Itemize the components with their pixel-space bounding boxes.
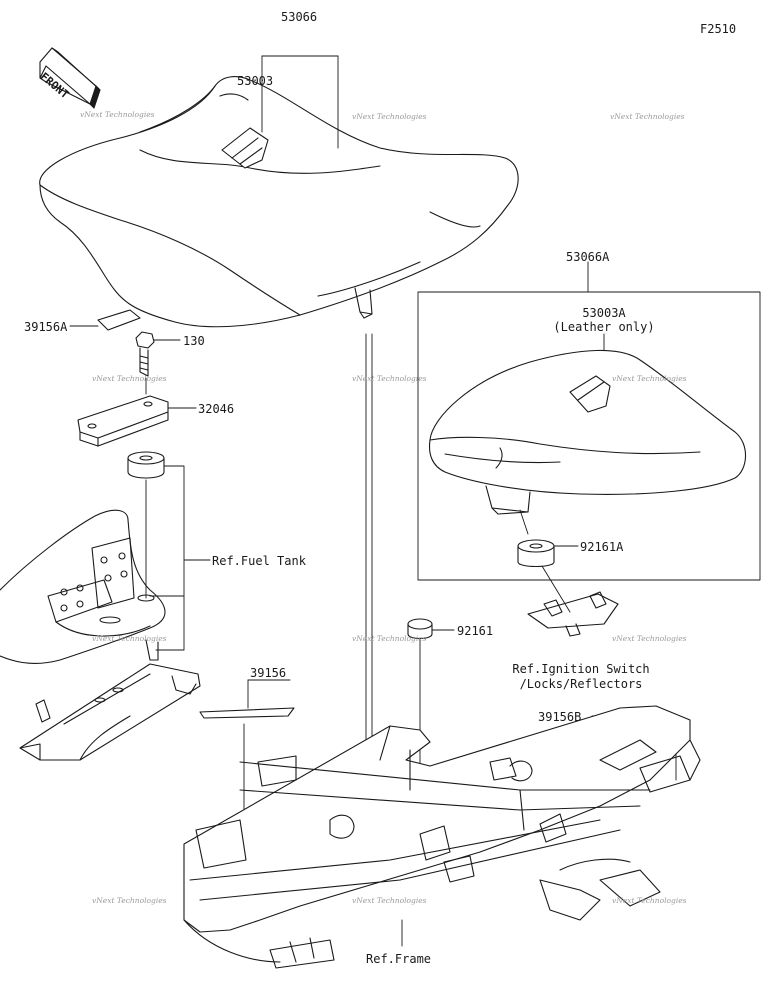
part-130: 130 <box>183 334 205 348</box>
part-53066: 53066 <box>281 10 318 24</box>
damper-92161A <box>517 539 579 568</box>
bracket-32046 <box>77 395 197 447</box>
ref-ignition-line1: Ref.Ignition Switch <box>512 662 650 676</box>
part-39156: 39156 <box>250 666 287 680</box>
part-53003: 53003 <box>237 74 274 88</box>
watermark: vNext Technologies <box>612 634 687 643</box>
part-92161A: 92161A <box>580 540 624 554</box>
figure-code: F2510 <box>700 22 737 36</box>
pillion-seat-box <box>417 291 761 581</box>
ref-frame: Ref.Frame <box>366 952 432 966</box>
front-arrow-icon <box>39 47 101 109</box>
rubber-damper <box>127 451 165 479</box>
leather-only-note: (Leather only) <box>553 320 655 334</box>
watermark: vNext Technologies <box>80 110 155 119</box>
pillion-seat-53066A <box>428 349 747 515</box>
part-39156B: 39156B <box>538 710 582 724</box>
cap-92161 <box>407 618 455 640</box>
ref-ignition-line2: /Locks/Reflectors <box>519 677 643 691</box>
part-39156A: 39156A <box>24 320 68 334</box>
sticker-39156A <box>97 309 141 331</box>
bolt-130 <box>135 331 181 377</box>
ref-fuel-tank: Ref.Fuel Tank <box>212 554 306 568</box>
part-53066A: 53066A <box>566 250 610 264</box>
watermark: vNext Technologies <box>352 112 427 121</box>
watermark: vNext Technologies <box>352 634 427 643</box>
watermark: vNext Technologies <box>352 896 427 905</box>
watermark: vNext Technologies <box>610 112 685 121</box>
rider-seat-53066 <box>39 76 519 328</box>
leader-lines-top <box>261 55 339 149</box>
fuel-tank-rear <box>0 509 166 664</box>
part-53003A: 53003A <box>582 306 626 320</box>
sticker-39156 <box>199 707 295 719</box>
part-32046: 32046 <box>198 402 235 416</box>
fuel-tank-bracket <box>19 639 201 761</box>
ignition-bracket <box>527 565 619 637</box>
part-92161: 92161 <box>457 624 494 638</box>
rear-frame <box>183 705 701 969</box>
watermark: vNext Technologies <box>92 634 167 643</box>
watermark: vNext Technologies <box>92 896 167 905</box>
leader-fuel-tank <box>145 465 211 651</box>
watermark: vNext Technologies <box>612 896 687 905</box>
watermark: vNext Technologies <box>92 374 167 383</box>
watermark: vNext Technologies <box>612 374 687 383</box>
watermark: vNext Technologies <box>352 374 427 383</box>
